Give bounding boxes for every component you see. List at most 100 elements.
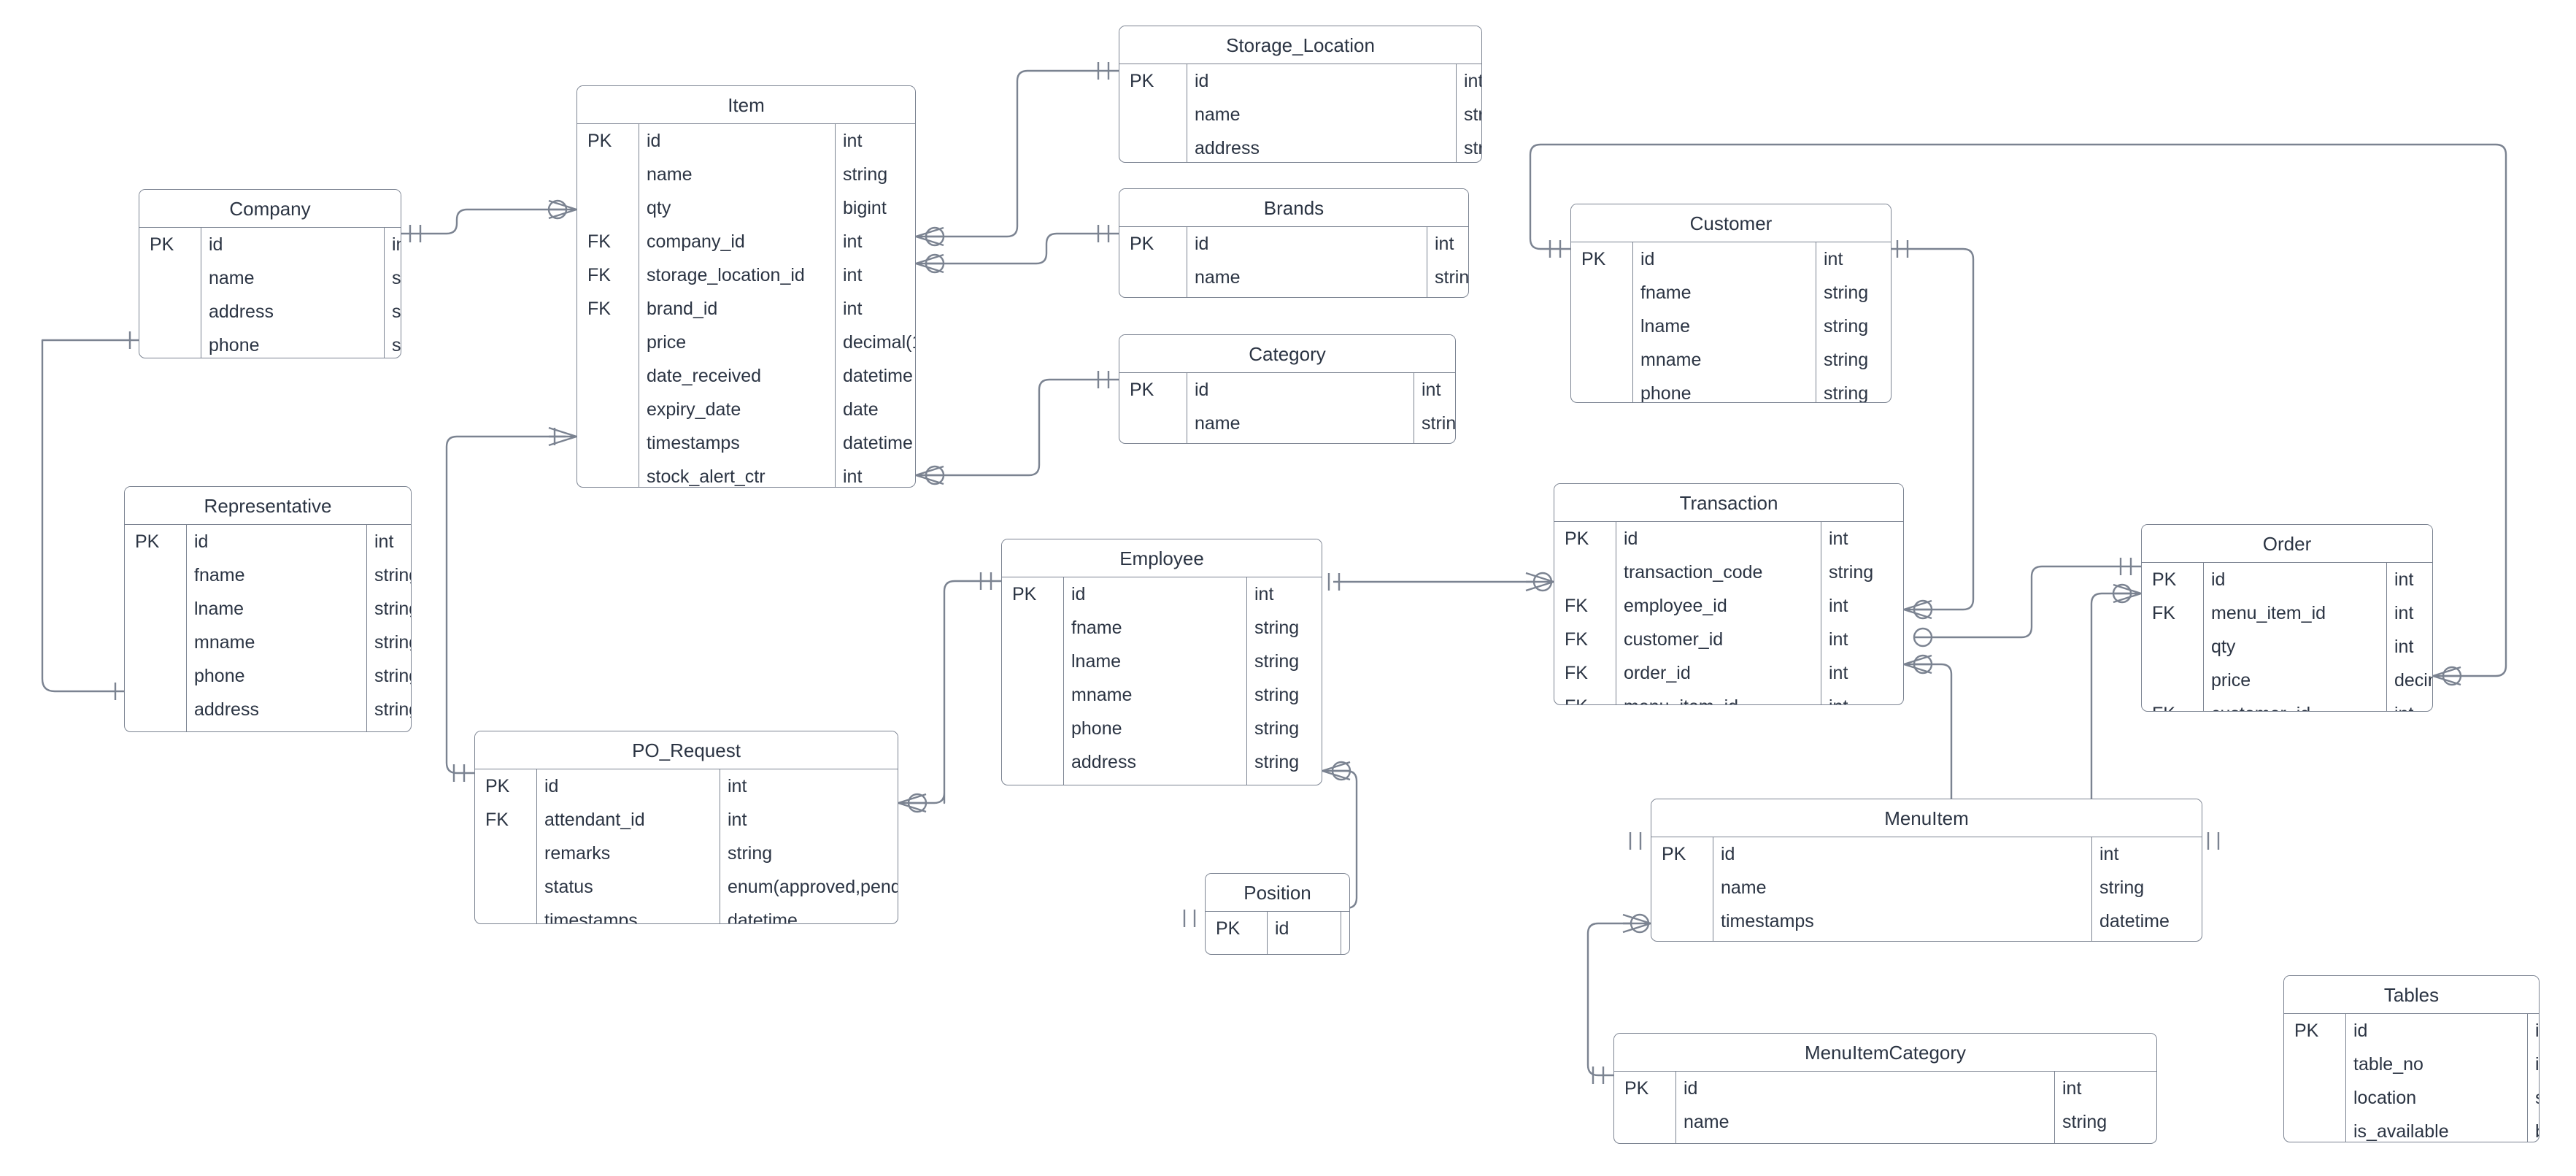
attribute-name: status <box>536 870 720 904</box>
entity-brands[interactable]: BrandsPKidintnamestringtimestampsdatetim… <box>1119 188 1469 298</box>
attribute-key-badge <box>475 837 537 870</box>
entity-storage_location[interactable]: Storage_LocationPKidintnamestringaddress… <box>1119 26 1482 163</box>
attribute-type: string <box>374 666 411 686</box>
attribute-key-badge: PK <box>1554 522 1616 556</box>
attribute-type: int <box>2394 637 2414 657</box>
attribute-type: string <box>2528 1081 2539 1115</box>
crowfoot-order-customer <box>2432 666 2461 686</box>
crowfoot-order-menuitem <box>2113 583 2142 604</box>
attribute-type: int <box>843 299 863 319</box>
attribute-name: mname <box>186 626 367 659</box>
rel-item-company <box>401 208 566 235</box>
card-zero-circle-txn-menuitem <box>1913 654 1933 675</box>
attribute-type: string <box>2062 1112 2108 1132</box>
attribute-type: int <box>2062 1078 2082 1099</box>
attribute-key-badge: PK <box>1002 577 1064 611</box>
attribute-type: string <box>1824 350 1869 370</box>
attribute-name: name <box>639 158 836 191</box>
attribute-name: attendant_id <box>536 803 720 837</box>
attribute-name: id <box>2345 1014 2528 1048</box>
attribute-type: date <box>843 399 879 420</box>
card-zero-circle-order-menuitem <box>2112 583 2132 604</box>
attribute-type: string <box>843 164 888 185</box>
attribute-key-badge <box>1571 377 1633 402</box>
attribute-name: phone <box>1632 377 1816 402</box>
entity-title: Customer <box>1571 204 1891 242</box>
card-zero-circle-item-brands <box>925 253 945 274</box>
attribute-name: is_available <box>2345 1115 2528 1142</box>
attribute-key-badge <box>475 904 537 923</box>
attribute-name: menu_item_id <box>1616 690 1821 704</box>
attribute-name: date_received <box>639 359 836 393</box>
entity-menu_item_category[interactable]: MenuItemCategoryPKidintnamestringtimesta… <box>1613 1033 2157 1144</box>
attribute-table: PKidinttable_nointlocationstringis_avail… <box>2284 1014 2539 1142</box>
entity-tables[interactable]: TablesPKidinttable_nointlocationstringis… <box>2283 975 2540 1142</box>
rel-porequest-employee <box>909 580 1001 804</box>
attribute-name: id <box>1267 912 1341 945</box>
attribute-type: boolean <box>2528 1115 2539 1142</box>
attribute-key-badge <box>2284 1081 2346 1115</box>
attribute-key-badge: PK <box>1119 227 1187 261</box>
attribute-type: string <box>392 268 401 288</box>
entity-position[interactable]: PositionPKidintnamestring <box>1205 873 1350 955</box>
attribute-key-badge: FK <box>1651 938 1713 941</box>
attribute-name: location <box>2345 1081 2528 1115</box>
attribute-key-badge: PK <box>577 124 639 158</box>
attribute-key-badge <box>1554 556 1616 589</box>
entity-title: Brands <box>1119 189 1468 227</box>
attribute-name: table_no <box>2345 1048 2528 1081</box>
card-zero-circle-item-category <box>925 465 945 485</box>
attribute-type: int <box>1464 71 1482 91</box>
attribute-row: table_noint <box>2284 1048 2539 1081</box>
attribute-key-badge: PK <box>1206 912 1268 945</box>
attribute-key-badge <box>2284 1115 2346 1142</box>
attribute-key-badge: PK <box>1571 242 1633 276</box>
attribute-type: string <box>1341 945 1349 954</box>
attribute-key-badge <box>1002 712 1064 745</box>
attribute-type: string <box>1254 752 1300 772</box>
attribute-name: price <box>639 326 836 359</box>
attribute-table: PKidintfnamestringlnamestringmnamestring… <box>125 525 411 731</box>
attribute-type: string <box>1824 383 1869 403</box>
attribute-name: id <box>2203 563 2387 596</box>
attribute-key-badge <box>1571 276 1633 310</box>
crowfoot-item-storage <box>915 226 944 247</box>
attribute-type: datetime <box>843 433 913 453</box>
attribute-type: int <box>1341 912 1349 945</box>
attribute-type: string <box>1824 283 1869 303</box>
entity-category[interactable]: CategoryPKidintnamestringtimestampsdatet… <box>1119 334 1456 444</box>
attribute-type: string <box>1435 267 1469 288</box>
entity-representative[interactable]: RepresentativePKidintfnamestringlnamestr… <box>124 486 412 732</box>
card-zero-circle-item-storage <box>925 226 945 247</box>
entity-company[interactable]: CompanyPKidintnamestringaddressstringpho… <box>139 189 401 358</box>
attribute-key-badge <box>1119 294 1187 297</box>
attribute-key-badge: FK <box>2142 596 2204 630</box>
